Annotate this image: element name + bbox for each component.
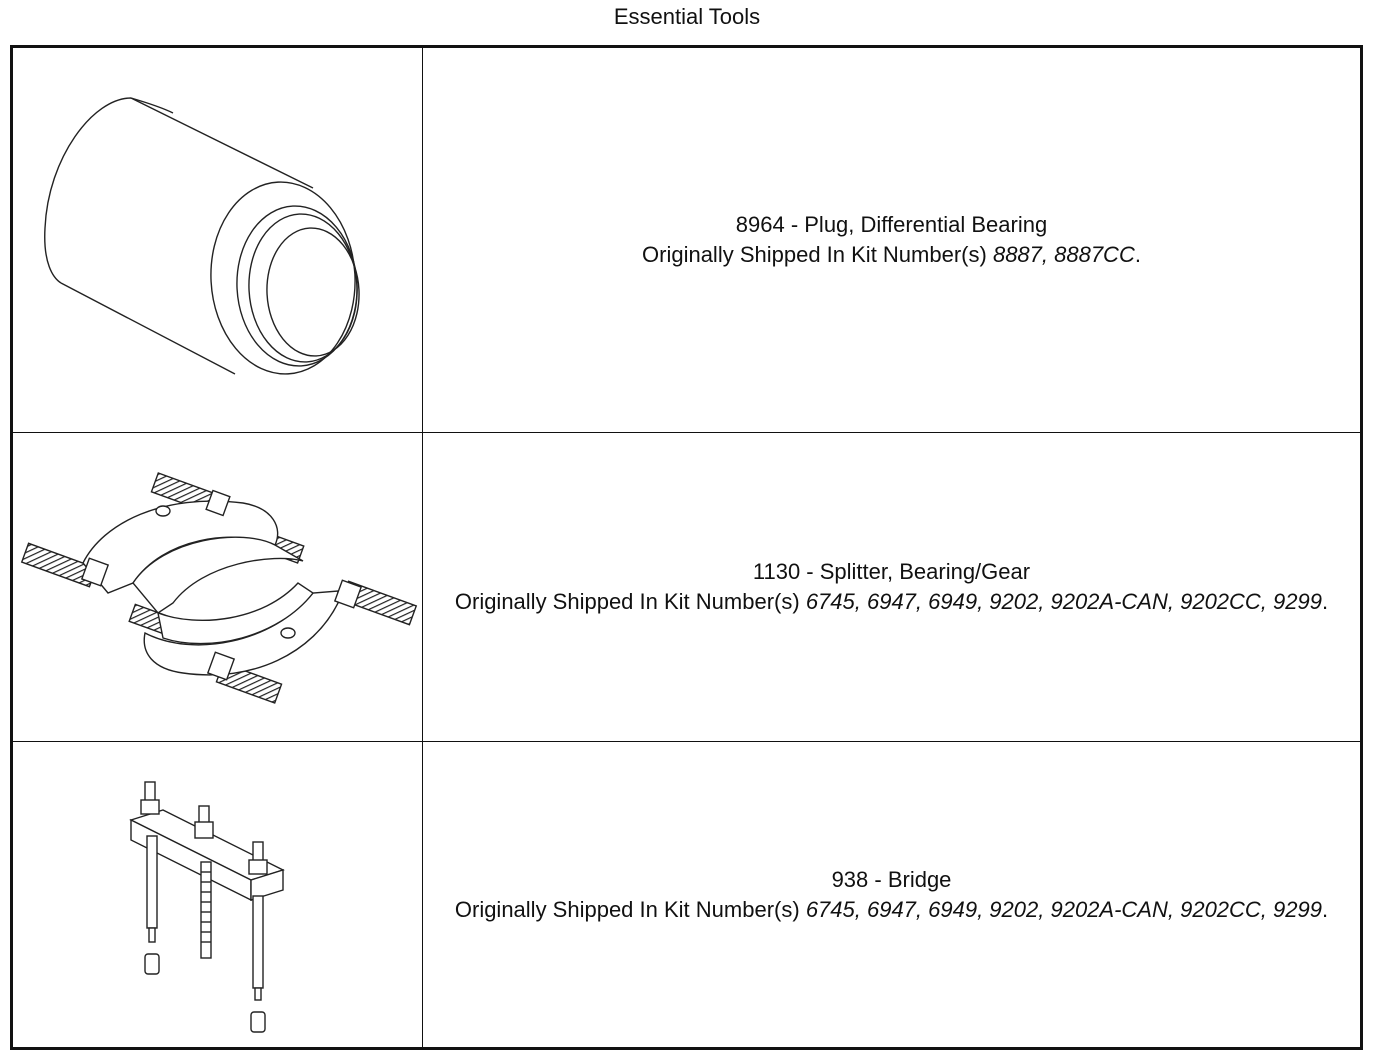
bearing-splitter-illustration [20, 472, 418, 704]
kit-numbers: 8887, 8887CC [992, 242, 1135, 267]
tool-row-938: 938 - Bridge Originally Shipped In Kit N… [13, 742, 1360, 1047]
kit-prefix: Originally Shipped In Kit Number(s) [454, 589, 800, 614]
tool-row-1130: 1130 - Splitter, Bearing/Gear Originally… [13, 433, 1360, 742]
differential-bearing-plug-illustration [44, 97, 360, 375]
tool-row-8964: 8964 - Plug, Differential Bearing Origin… [13, 48, 1360, 433]
essential-tools-table: 8964 - Plug, Differential Bearing Origin… [10, 45, 1363, 1050]
kit-prefix: Originally Shipped In Kit Number(s) [454, 896, 800, 922]
tool-description-cell: 8964 - Plug, Differential Bearing Origin… [423, 48, 1360, 432]
tool-description-cell: 1130 - Splitter, Bearing/Gear Originally… [423, 433, 1360, 741]
kit-numbers: 6745, 6947, 6949, 9202, 9202A-CAN, 9202C… [805, 589, 1322, 614]
kit-line: Originally Shipped In Kit Number(s) 8887… [642, 242, 1141, 267]
tool-name: 8964 - Plug, Differential Bearing [735, 212, 1048, 237]
bridge-puller-illustration [129, 781, 285, 1033]
kit-prefix: Originally Shipped In Kit Number(s) [642, 242, 987, 267]
tool-description-cell: 938 - Bridge Originally Shipped In Kit N… [423, 742, 1360, 1047]
tool-image-cell [13, 433, 423, 741]
page-title: Essential Tools [613, 4, 761, 29]
kit-numbers: 6745, 6947, 6949, 9202, 9202A-CAN, 9202C… [805, 896, 1322, 922]
kit-line: Originally Shipped In Kit Number(s) 6745… [454, 589, 1329, 614]
kit-line: Originally Shipped In Kit Number(s) 6745… [454, 896, 1329, 922]
tool-name: 938 - Bridge [831, 866, 952, 892]
tool-image-cell [13, 742, 423, 1047]
tool-name: 1130 - Splitter, Bearing/Gear [752, 559, 1031, 584]
tool-image-cell [13, 48, 423, 432]
